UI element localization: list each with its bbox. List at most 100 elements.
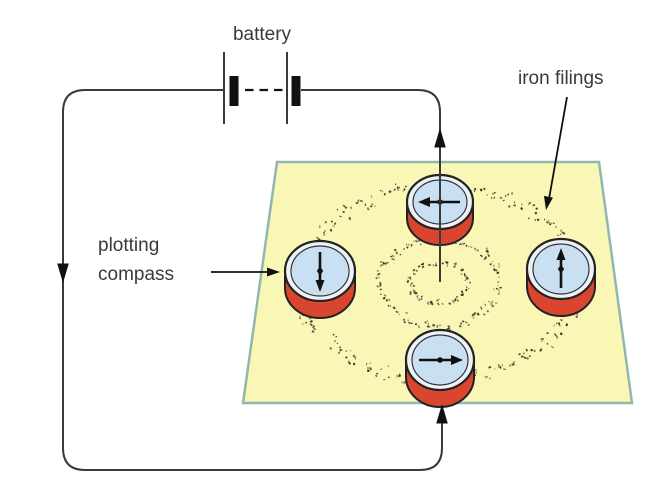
- iron-filing-speck: [417, 297, 419, 299]
- iron-filing-speck: [394, 183, 397, 185]
- iron-filing-speck: [312, 326, 315, 329]
- iron-filing-speck: [411, 282, 413, 284]
- iron-filing-speck: [350, 206, 352, 208]
- iron-filing-speck: [309, 319, 314, 324]
- iron-filing-speck: [324, 221, 326, 224]
- iron-filing-speck: [369, 205, 373, 208]
- iron-filing-speck: [546, 342, 549, 345]
- iron-filing-speck: [384, 262, 388, 265]
- iron-filing-speck: [493, 196, 496, 200]
- iron-filing-speck: [434, 264, 438, 267]
- card: [241, 160, 634, 405]
- iron-filing-speck: [409, 291, 412, 294]
- iron-filing-speck: [458, 243, 462, 246]
- iron-filing-speck: [475, 371, 477, 374]
- iron-filing-speck: [379, 288, 382, 291]
- iron-filing-speck: [386, 261, 389, 264]
- iron-filing-speck: [428, 263, 432, 267]
- iron-filing-speck: [484, 375, 487, 379]
- iron-filing-speck: [463, 242, 466, 245]
- iron-filing-speck: [436, 324, 439, 328]
- iron-filing-speck: [432, 264, 435, 267]
- iron-filing-speck: [455, 295, 459, 299]
- iron-filing-speck: [491, 300, 494, 303]
- iron-filing-speck: [441, 302, 444, 306]
- iron-filing-speck: [498, 276, 500, 278]
- iron-filing-speck: [511, 193, 513, 195]
- card-surface: [241, 160, 634, 405]
- iron-filing-speck: [377, 277, 380, 279]
- iron-filing-speck: [483, 313, 486, 316]
- iron-filing-speck: [461, 321, 463, 324]
- iron-filing-speck: [388, 191, 390, 193]
- iron-filing-speck: [495, 269, 498, 272]
- iron-filing-speck: [399, 254, 402, 256]
- iron-filing-speck: [412, 289, 415, 291]
- iron-filing-speck: [464, 278, 467, 282]
- iron-filing-speck: [416, 294, 419, 298]
- iron-filing-speck: [497, 284, 499, 286]
- iron-filing-speck: [410, 243, 413, 246]
- iron-filing-speck: [526, 357, 530, 360]
- iron-filing-speck: [404, 185, 407, 188]
- iron-filing-speck: [493, 191, 496, 194]
- iron-filing-speck: [468, 245, 470, 247]
- iron-filing-speck: [414, 322, 418, 326]
- iron-filing-speck: [441, 262, 445, 265]
- iron-filing-speck: [520, 355, 524, 358]
- plotting-compass-pointer-arrowhead: [267, 267, 280, 277]
- iron-filing-speck: [369, 362, 372, 364]
- iron-filing-speck: [512, 204, 516, 207]
- iron-filing-speck: [389, 255, 393, 258]
- iron-filing-speck: [524, 357, 527, 359]
- iron-filing-speck: [520, 207, 524, 211]
- iron-filing-speck: [479, 306, 483, 309]
- iron-filing-speck: [395, 310, 398, 313]
- iron-filing-speck: [483, 187, 486, 191]
- iron-filing-speck: [398, 373, 401, 375]
- iron-filing-speck: [339, 349, 342, 352]
- iron-filing-speck: [462, 268, 464, 271]
- iron-filing-speck: [354, 358, 356, 360]
- iron-filing-speck: [534, 211, 538, 215]
- iron-filing-speck: [464, 321, 468, 324]
- iron-filing-speck: [415, 269, 419, 273]
- iron-filing-speck: [575, 315, 578, 319]
- iron-filing-speck: [410, 244, 413, 247]
- iron-filing-speck: [395, 251, 398, 255]
- iron-filing-speck: [397, 188, 400, 192]
- iron-filing-speck: [543, 218, 546, 221]
- iron-filing-speck: [427, 322, 430, 325]
- iron-filings-pointer-arrowhead: [544, 195, 553, 210]
- iron-filing-speck: [364, 203, 367, 206]
- iron-filing-speck: [491, 304, 495, 308]
- iron-filing-speck: [334, 340, 336, 343]
- iron-filing-speck: [466, 278, 469, 280]
- iron-filing-speck: [381, 264, 384, 266]
- iron-filing-speck: [405, 312, 408, 314]
- iron-filing-speck: [393, 189, 396, 192]
- iron-filing-speck: [512, 362, 516, 366]
- iron-filing-speck: [436, 299, 439, 302]
- iron-filing-speck: [497, 363, 500, 367]
- iron-filing-speck: [341, 349, 343, 351]
- iron-filing-speck: [559, 324, 561, 327]
- iron-filing-speck: [329, 347, 333, 351]
- iron-filing-speck: [474, 369, 477, 372]
- iron-filing-speck: [560, 318, 563, 322]
- iron-filing-speck: [484, 256, 488, 260]
- iron-filing-speck: [391, 257, 393, 260]
- iron-filing-speck: [528, 201, 532, 204]
- iron-filing-speck: [456, 299, 460, 302]
- iron-filing-speck: [426, 301, 430, 305]
- iron-filing-speck: [403, 321, 406, 324]
- iron-filing-speck: [377, 272, 381, 275]
- iron-filing-speck: [492, 288, 495, 291]
- iron-filing-speck: [556, 335, 558, 338]
- battery-label: battery: [233, 24, 292, 45]
- iron-filing-speck: [398, 374, 401, 377]
- iron-filing-speck: [427, 303, 430, 306]
- iron-filing-speck: [453, 262, 458, 266]
- iron-filing-speck: [330, 229, 333, 232]
- iron-filing-speck: [497, 365, 500, 368]
